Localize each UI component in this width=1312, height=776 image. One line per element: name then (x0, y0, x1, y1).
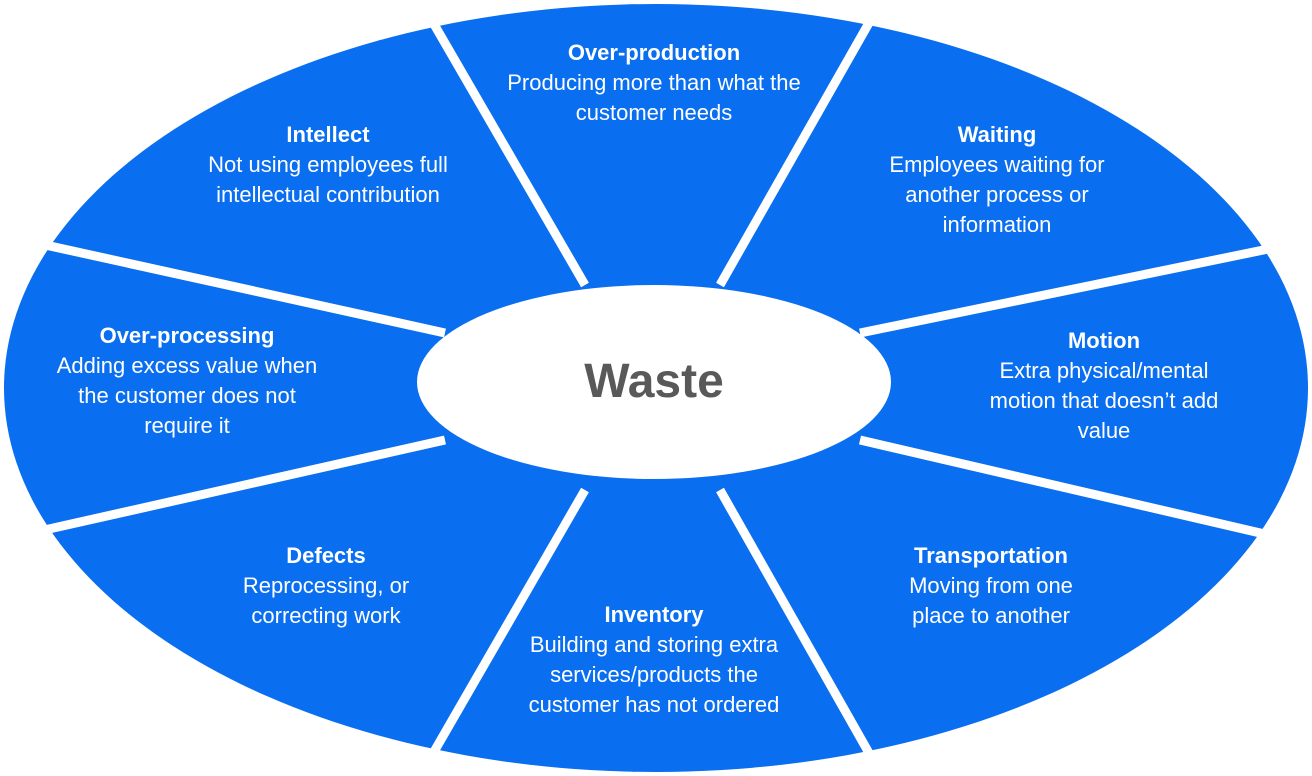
segment-transportation: Transportation Moving from one place to … (880, 541, 1102, 631)
segment-motion: Motion Extra physical/mental motion that… (966, 326, 1242, 446)
segment-description: Employees waiting for another process or… (889, 152, 1105, 237)
segment-over-processing: Over-processing Adding excess value when… (44, 321, 330, 441)
segment-over-production: Over-production Producing more than what… (494, 38, 814, 128)
divider-line (0, 435, 446, 545)
segment-description: Extra physical/mental motion that doesn’… (989, 358, 1219, 443)
divider-line (716, 487, 886, 776)
center-ellipse (417, 285, 891, 479)
segment-title: Motion (1067, 328, 1141, 353)
segment-defects: Defects Reprocessing, or correcting work (216, 541, 436, 631)
segment-title: Waiting (957, 122, 1037, 147)
segment-title: Intellect (286, 122, 370, 147)
segment-title: Transportation (913, 543, 1068, 568)
divider-line (416, 0, 589, 288)
segment-title: Defects (286, 543, 366, 568)
divider-line (416, 487, 589, 776)
segment-title: Over-production (567, 40, 741, 65)
segment-description: Moving from one place to another (909, 573, 1073, 628)
segment-description: Adding excess value when the customer do… (56, 353, 318, 438)
segment-description: Not using employees full intellectual co… (208, 152, 448, 207)
segment-title: Inventory (604, 602, 704, 627)
segment-description: Reprocessing, or correcting work (242, 573, 410, 628)
segment-title: Over-processing (99, 323, 275, 348)
segment-description: Building and storing extra services/prod… (528, 632, 780, 717)
center-label: Waste (584, 355, 724, 408)
divider-line (859, 235, 1312, 338)
segment-waiting: Waiting Employees waiting for another pr… (866, 120, 1128, 240)
segment-intellect: Intellect Not using employees full intel… (178, 120, 478, 210)
divider-line (0, 230, 446, 338)
divider-line (858, 435, 1312, 550)
segment-inventory: Inventory Building and storing extra ser… (504, 600, 804, 720)
divider-line (716, 0, 886, 288)
segment-description: Producing more than what the customer ne… (507, 70, 801, 125)
